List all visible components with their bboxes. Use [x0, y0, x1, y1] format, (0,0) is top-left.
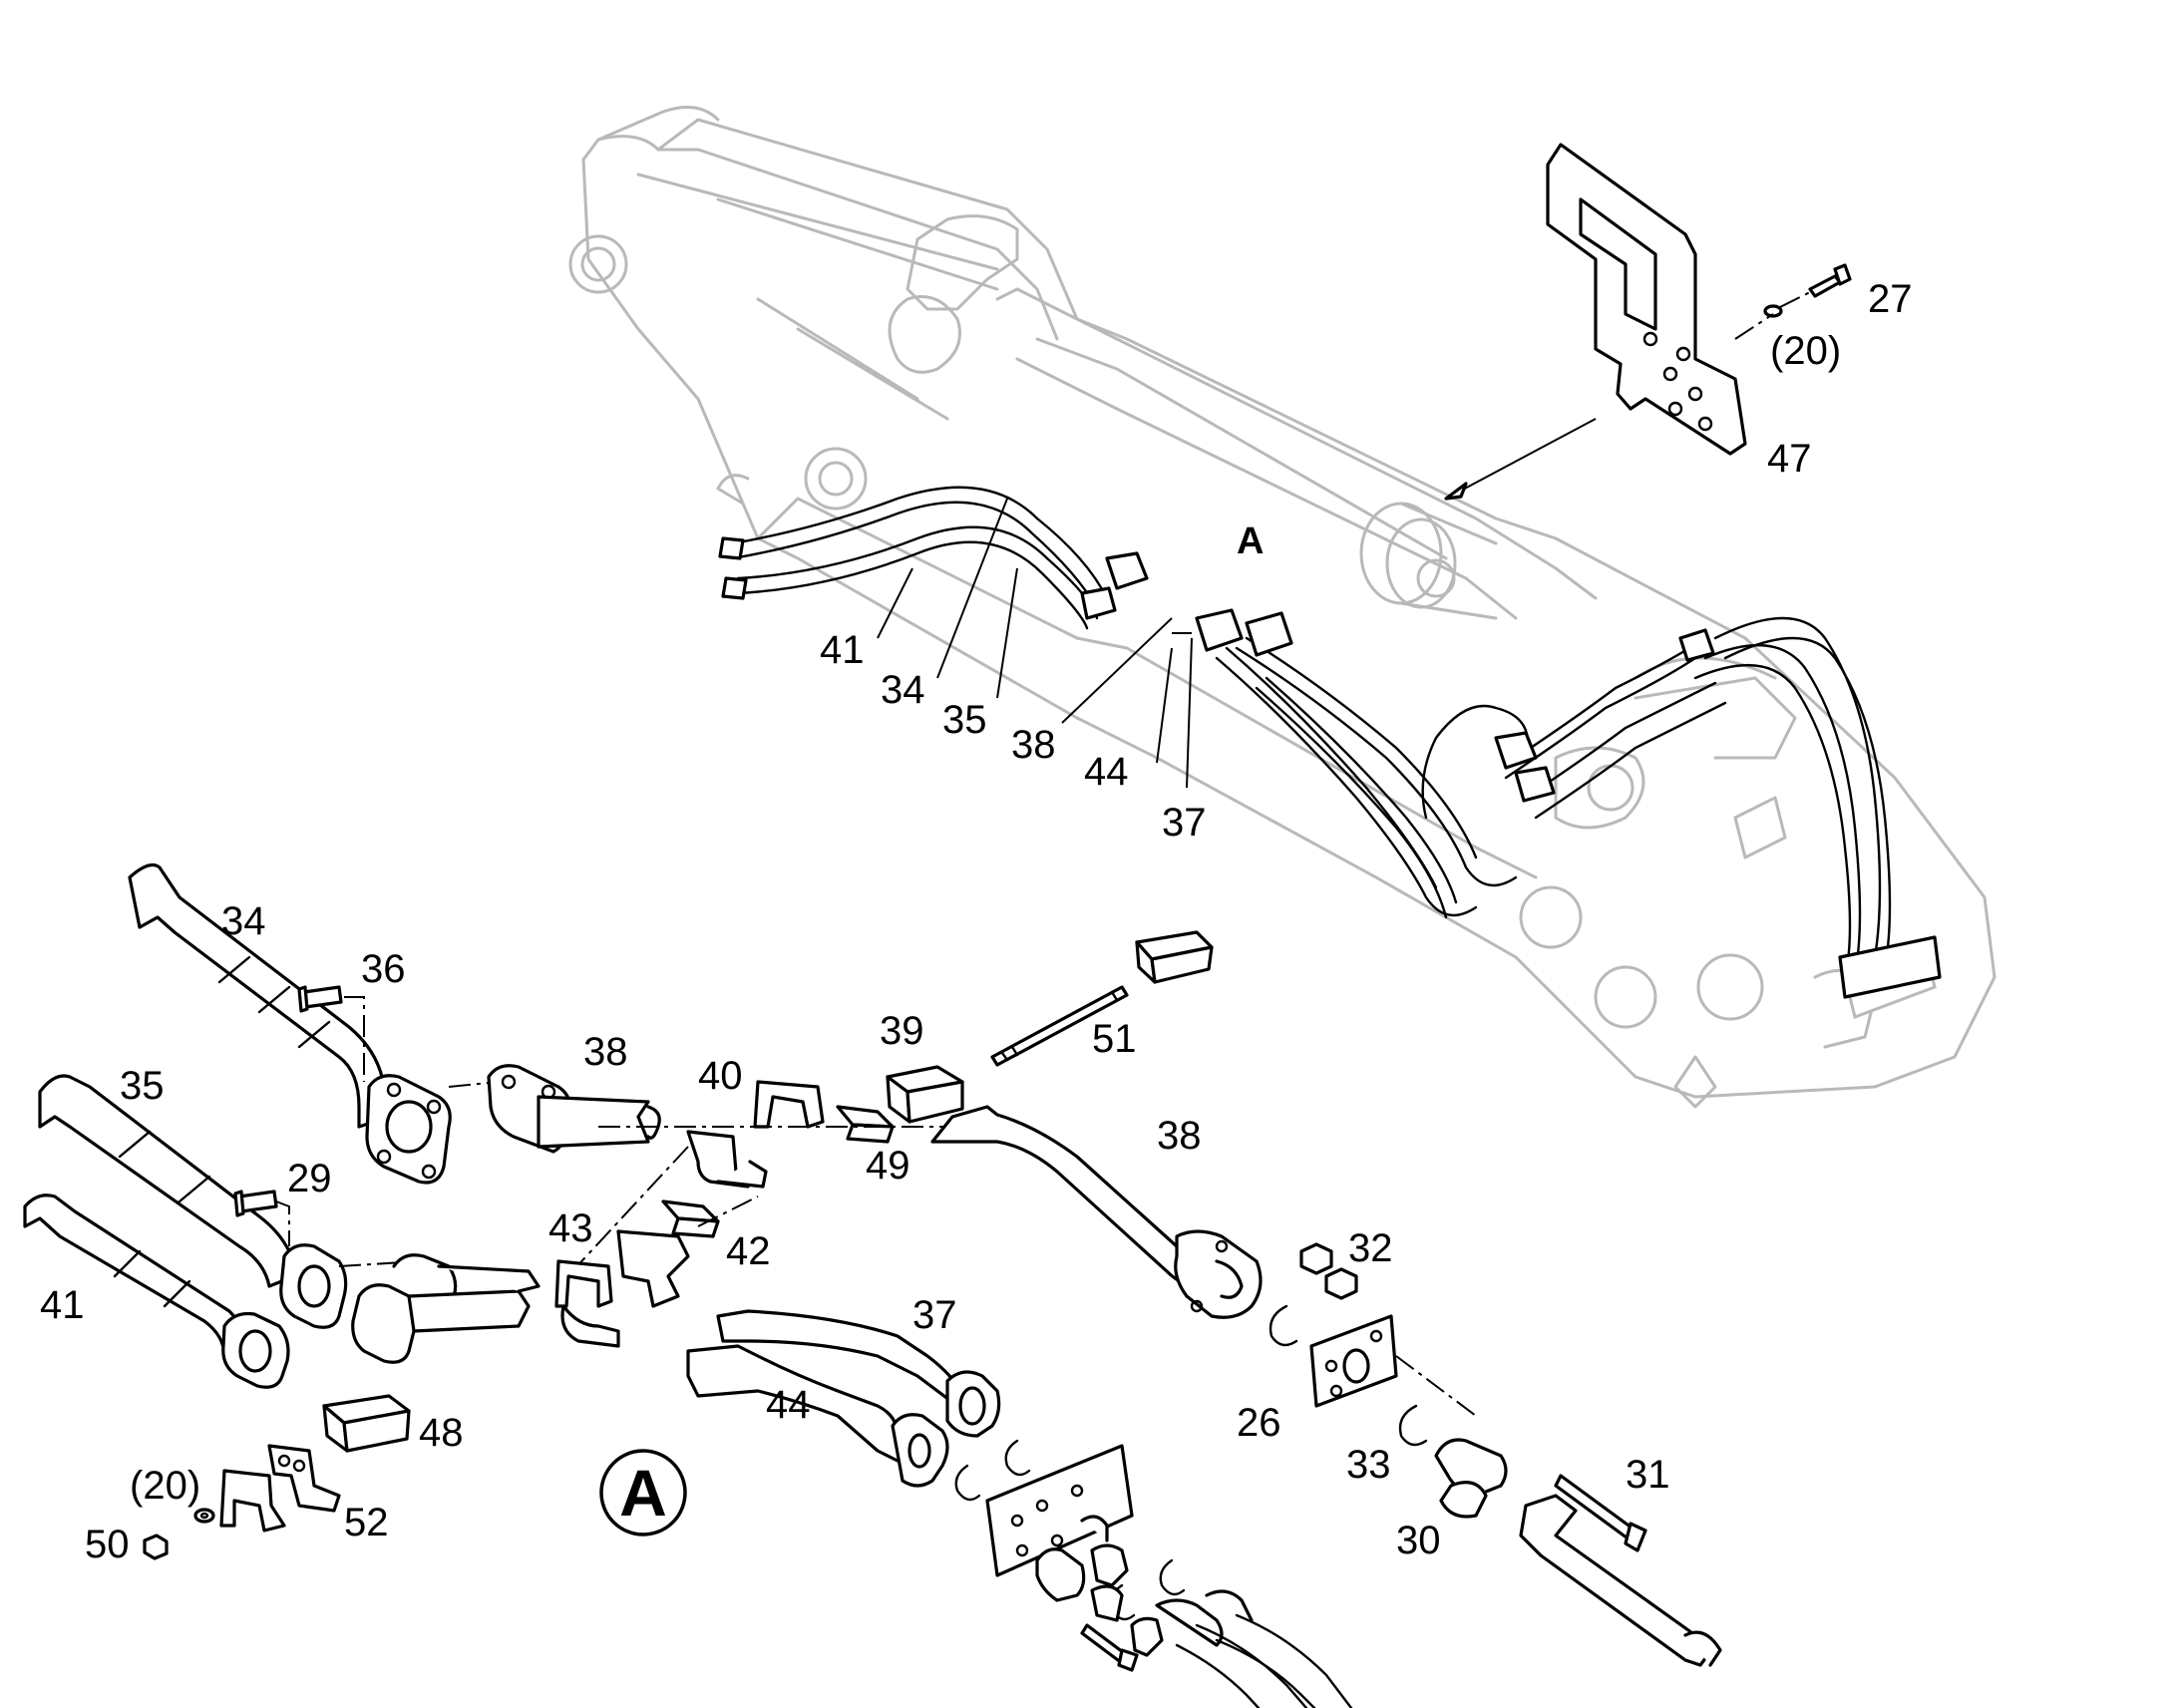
plate-37 — [985, 1444, 1134, 1577]
label-39: 39 — [880, 1009, 924, 1053]
label-44-top: 44 — [1084, 750, 1129, 794]
split-flange-34 — [365, 1074, 452, 1185]
hose-34 — [128, 863, 391, 1129]
label-47: 47 — [1767, 437, 1812, 481]
block-39 — [886, 1065, 964, 1124]
label-33: 33 — [1346, 1443, 1391, 1487]
flange-41 — [221, 1311, 290, 1389]
label-32: 32 — [1348, 1226, 1393, 1270]
nuts-32 — [1299, 1242, 1358, 1300]
hose-35 — [38, 1074, 296, 1288]
clamp-43 — [554, 1259, 620, 1348]
label-20: (20) — [130, 1464, 200, 1508]
tube-38-lower — [930, 1105, 1263, 1319]
label-38a: 38 — [583, 1030, 628, 1074]
label-42: 42 — [726, 1229, 771, 1273]
label-40: 40 — [698, 1054, 743, 1098]
clamp-40 — [686, 1080, 825, 1189]
plate-26 — [1309, 1314, 1398, 1408]
tube-37 — [716, 1309, 1001, 1438]
detail-marker-letter: A — [619, 1456, 667, 1530]
label-38-top: 38 — [1011, 723, 1056, 767]
label-34: 34 — [221, 899, 266, 943]
retaining-rings — [1269, 1304, 1428, 1447]
screw-lower — [1080, 1623, 1139, 1672]
label-51: 51 — [1092, 1017, 1137, 1061]
label-31: 31 — [1626, 1453, 1670, 1497]
label-36: 36 — [361, 947, 406, 991]
label-35: 35 — [120, 1064, 165, 1108]
label-41: 41 — [40, 1283, 85, 1327]
label-37-top: 37 — [1162, 801, 1207, 845]
label-41-top: 41 — [820, 628, 865, 672]
clamp-half-43b — [616, 1229, 690, 1308]
bolt-36 — [297, 985, 365, 1082]
view-marker-a: A — [1237, 520, 1264, 562]
screw-27 — [1734, 263, 1852, 340]
clamp-plate-42 — [661, 1199, 720, 1238]
boom-hose-bundle — [718, 486, 1942, 999]
label-26: 26 — [1237, 1401, 1281, 1445]
detail-marker-a: A — [599, 1449, 687, 1537]
stud-51 — [990, 985, 1129, 1067]
clamp-plate-49 — [836, 1105, 895, 1144]
label-35-top: 35 — [942, 698, 987, 742]
label-48: 48 — [419, 1411, 464, 1455]
label-34-top: 34 — [881, 668, 925, 712]
tube-33 — [1519, 1494, 1722, 1667]
label-20-top: (20) — [1770, 329, 1841, 373]
clamp-plate-52 — [267, 1444, 341, 1513]
flange-middle — [351, 1253, 541, 1364]
washer-20 — [193, 1508, 215, 1524]
label-52: 52 — [344, 1501, 389, 1544]
clamps-lower — [1035, 1543, 1129, 1622]
label-29: 29 — [287, 1157, 332, 1200]
label-30: 30 — [1396, 1519, 1441, 1562]
label-44: 44 — [766, 1383, 811, 1427]
label-38b: 38 — [1157, 1114, 1202, 1158]
clamp-30 — [1434, 1438, 1508, 1519]
bracket-47 — [1444, 143, 1747, 501]
nut-50 — [143, 1534, 169, 1560]
label-49: 49 — [866, 1144, 910, 1188]
tube-38-upper — [487, 1064, 661, 1154]
block-51-top — [1135, 930, 1214, 984]
label-50: 50 — [85, 1523, 130, 1566]
flange-44 — [891, 1413, 949, 1488]
clamp-half-52b — [219, 1469, 286, 1533]
flange-35 — [279, 1243, 348, 1329]
label-27: 27 — [1868, 277, 1913, 321]
top-leaders — [877, 498, 1193, 789]
label-37: 37 — [912, 1293, 957, 1337]
hoses-lower — [1130, 1589, 1353, 1708]
bolt-29 — [233, 1190, 290, 1246]
block-48 — [322, 1394, 411, 1453]
label-43: 43 — [548, 1206, 593, 1250]
screw-31 — [1554, 1474, 1647, 1552]
boom-assembly-background — [568, 106, 1997, 1109]
